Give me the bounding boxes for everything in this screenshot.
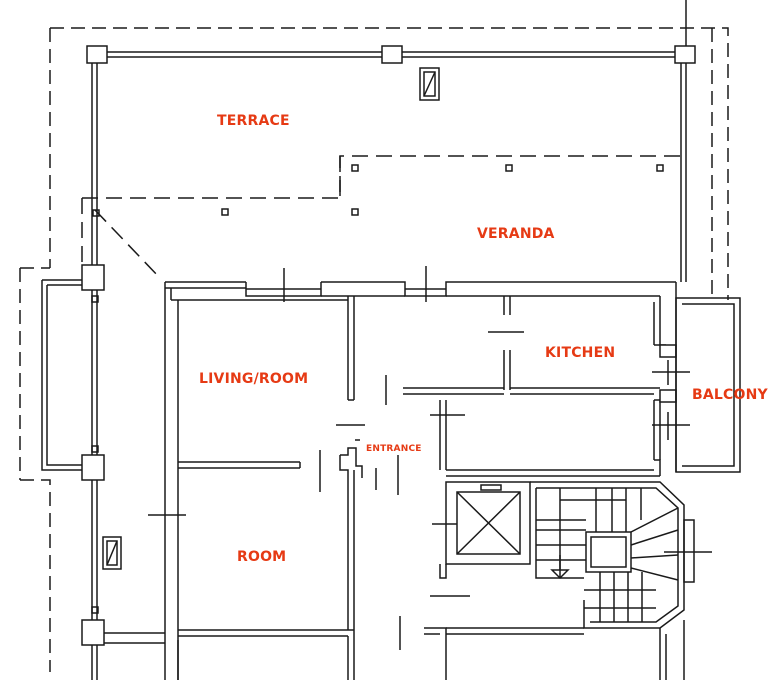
stairwell	[530, 481, 712, 629]
balcony-label: BALCONY	[692, 387, 768, 403]
elevator	[430, 481, 531, 597]
property-boundary	[19, 27, 729, 672]
veranda-outline	[81, 155, 680, 279]
east-balcony	[675, 297, 741, 473]
terrace-skylight	[419, 67, 440, 101]
living-room-label: LIVING/ROOM	[199, 371, 309, 387]
corridor-walls	[439, 400, 661, 477]
terrace-parapet	[86, 0, 696, 282]
kitchen-label: KITCHEN	[545, 345, 616, 361]
north-windows	[246, 266, 446, 302]
room-label: ROOM	[237, 549, 287, 565]
veranda-label: VERANDA	[477, 226, 555, 242]
west-balcony	[41, 264, 165, 680]
room-walls	[177, 616, 685, 680]
veranda-posts	[92, 164, 664, 217]
entrance-walls	[339, 414, 465, 630]
west-skylight	[102, 536, 122, 570]
living-room-walls	[148, 296, 387, 516]
terrace-label: TERRACE	[217, 113, 290, 129]
kitchen-walls	[403, 296, 690, 460]
entrance-label: ENTRANCE	[366, 444, 422, 454]
